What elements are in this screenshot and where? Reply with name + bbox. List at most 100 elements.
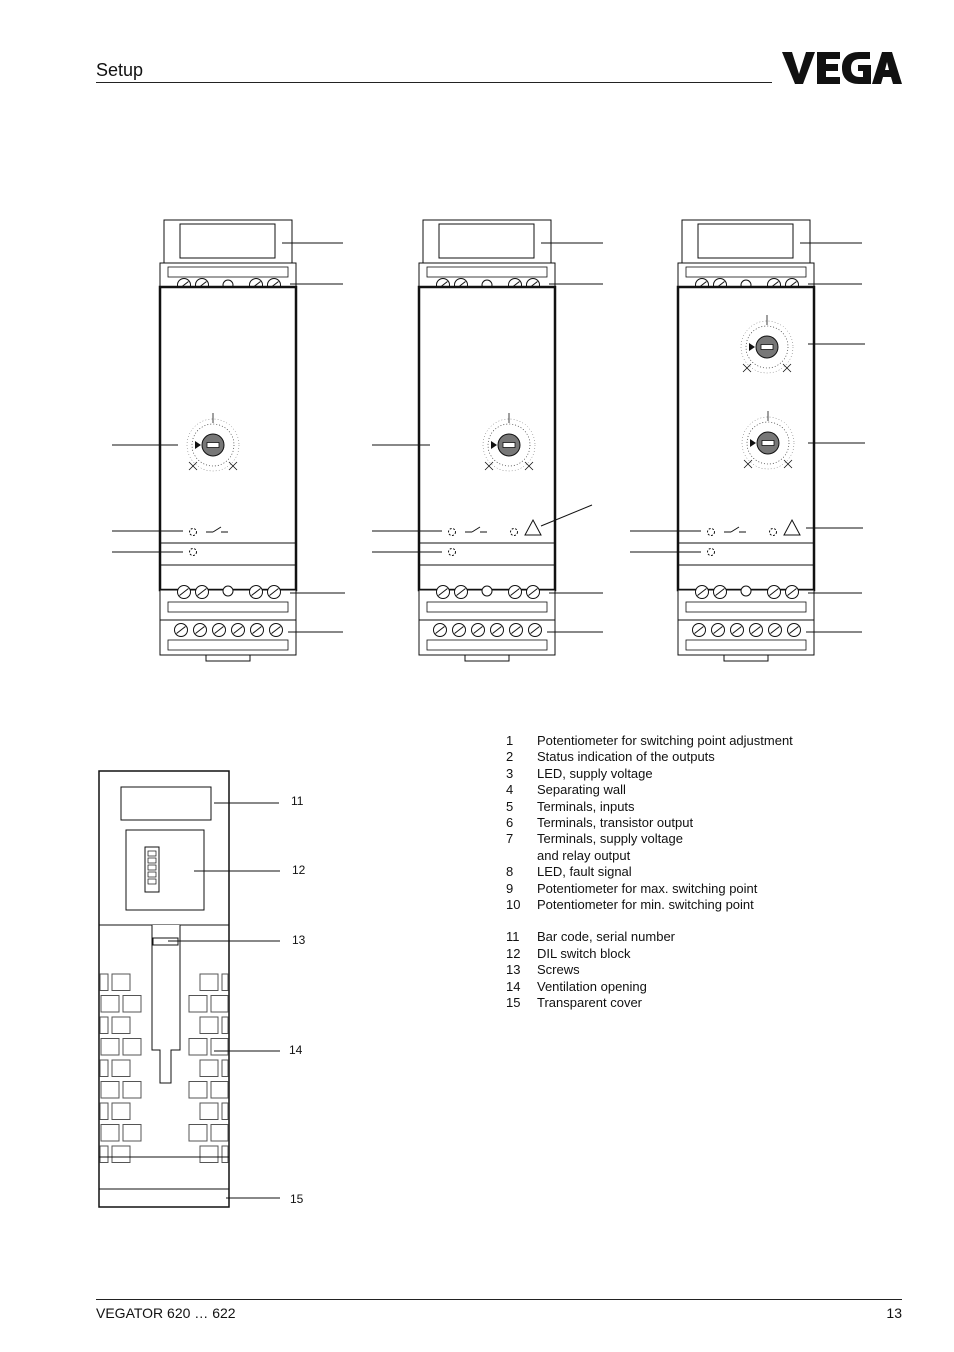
vent-slot	[199, 1059, 219, 1077]
callout-15: 15	[290, 1192, 304, 1206]
legend-item-text: Transparent cover	[537, 995, 643, 1011]
vent-slot	[111, 1016, 131, 1034]
vent-slot	[111, 1145, 131, 1163]
legend-item: 8 LED, fault signal	[506, 864, 793, 880]
legend-item-text: Potentiometer for min. switching point	[537, 897, 754, 913]
vent-slot	[99, 1145, 109, 1163]
legend-item-text: DIL switch block	[537, 945, 631, 961]
legend-item-number: 4	[506, 782, 514, 798]
device-vegator-622	[678, 220, 814, 661]
legend-group-housing: 11 Bar code, serial number 12 DIL switch bl…	[506, 929, 793, 1011]
legend-item-text: LED, supply voltage	[537, 765, 653, 781]
vent-slot	[199, 1102, 219, 1120]
legend-item-text: Terminals, supply voltage	[537, 831, 683, 847]
legend-item-text: Ventilation opening	[537, 978, 647, 994]
leader-lines	[112, 242, 865, 633]
vent-slot	[221, 1016, 229, 1034]
callout-13: 13	[292, 933, 306, 947]
legend: 1 Potentiometer for switching point adjus…	[506, 733, 793, 1012]
footer-rule	[96, 1299, 902, 1300]
legend-gap	[506, 913, 793, 929]
callout-11: 11	[291, 794, 304, 808]
vent-slot	[221, 1102, 229, 1120]
legend-item: 5 Terminals, inputs	[506, 799, 793, 815]
vent-slot	[111, 1102, 131, 1120]
vent-slot	[122, 1124, 142, 1142]
legend-group-devices: 1 Potentiometer for switching point adjus…	[506, 733, 793, 913]
vent-slot	[188, 995, 208, 1013]
legend-item-number: 7	[506, 831, 514, 847]
vent-slot	[210, 1124, 229, 1142]
device-vegator-621	[419, 220, 555, 661]
legend-item-text: Potentiometer for max. switching point	[537, 880, 758, 896]
vent-slot	[99, 973, 109, 991]
vent-slot	[199, 973, 219, 991]
legend-item: and relay output	[506, 848, 793, 864]
vega-logo	[782, 52, 902, 84]
page-number: 13	[886, 1305, 902, 1321]
vent-slot	[99, 1059, 109, 1077]
vent-slot	[199, 1016, 219, 1034]
vent-slot	[122, 995, 142, 1013]
legend-item-number: 11	[506, 929, 520, 945]
vent-slot	[111, 1059, 131, 1077]
legend-item-number: 15	[506, 995, 521, 1011]
vent-slot	[199, 1145, 219, 1163]
legend-item-text: Terminals, inputs	[537, 798, 635, 814]
legend-item-text: Screws	[537, 962, 580, 978]
legend-item-text: Status indication of the outputs	[537, 749, 715, 765]
vent-slot	[111, 973, 131, 991]
legend-item-text: and relay output	[537, 847, 631, 863]
legend-item-number: 14	[506, 978, 521, 994]
legend-item-number: 9	[506, 880, 514, 896]
vent-slot	[221, 1059, 229, 1077]
legend-item-text: Separating wall	[537, 782, 626, 798]
legend-item: 12 DIL switch block	[506, 946, 793, 962]
callout-12: 12	[292, 863, 306, 877]
vent-slot	[122, 1081, 142, 1099]
legend-item-number: 6	[506, 815, 514, 831]
header-rule	[96, 82, 772, 83]
vent-slot	[100, 1124, 120, 1142]
legend-item: 13 Screws	[506, 962, 793, 978]
vent-slot	[221, 973, 229, 991]
device-drawings	[112, 0, 865, 700]
legend-item: 14 Ventilation opening	[506, 979, 793, 995]
legend-item: 9 Potentiometer for max. switching point	[506, 881, 793, 897]
vent-slot	[100, 1038, 120, 1056]
vent-slot	[188, 1038, 208, 1056]
legend-item-number	[506, 848, 537, 864]
vent-slot	[122, 1038, 142, 1056]
vent-slot	[210, 995, 229, 1013]
legend-item-number: 10	[506, 897, 521, 913]
legend-item: 15 Transparent cover	[506, 995, 793, 1011]
legend-item-number: 5	[506, 798, 514, 814]
legend-item-number: 13	[506, 962, 521, 978]
vent-slot	[99, 1102, 109, 1120]
legend-item-number: 12	[506, 945, 521, 961]
legend-item: 4 Separating wall	[506, 782, 793, 798]
legend-item-text: LED, fault signal	[537, 864, 632, 880]
legend-item-number: 2	[506, 749, 514, 765]
legend-item-text: Potentiometer for switching point adjust…	[537, 733, 793, 748]
legend-item: 6 Terminals, transistor output	[506, 815, 793, 831]
device-vegator-620	[160, 220, 296, 661]
vent-slot	[188, 1124, 208, 1142]
legend-item: 2 Status indication of the outputs	[506, 749, 793, 765]
legend-item: 1 Potentiometer for switching point adjus…	[506, 733, 793, 749]
vent-slot	[210, 1038, 229, 1056]
legend-item: 11 Bar code, serial number	[506, 929, 793, 945]
legend-item: 10 Potentiometer for min. switching point	[506, 897, 793, 913]
vent-slot	[100, 1081, 120, 1099]
legend-item-number: 8	[506, 864, 514, 880]
legend-item-text: Bar code, serial number	[537, 929, 676, 945]
footer-product: VEGATOR 620 … 622	[96, 1305, 236, 1321]
vent-slot	[100, 995, 120, 1013]
legend-item-number: 1	[506, 733, 514, 748]
vent-slot	[99, 1016, 109, 1034]
legend-item: 7 Terminals, supply voltage	[506, 831, 793, 847]
legend-item-text: Terminals, transistor output	[537, 815, 694, 831]
vent-slot	[210, 1081, 229, 1099]
callout-14: 14	[289, 1043, 303, 1057]
